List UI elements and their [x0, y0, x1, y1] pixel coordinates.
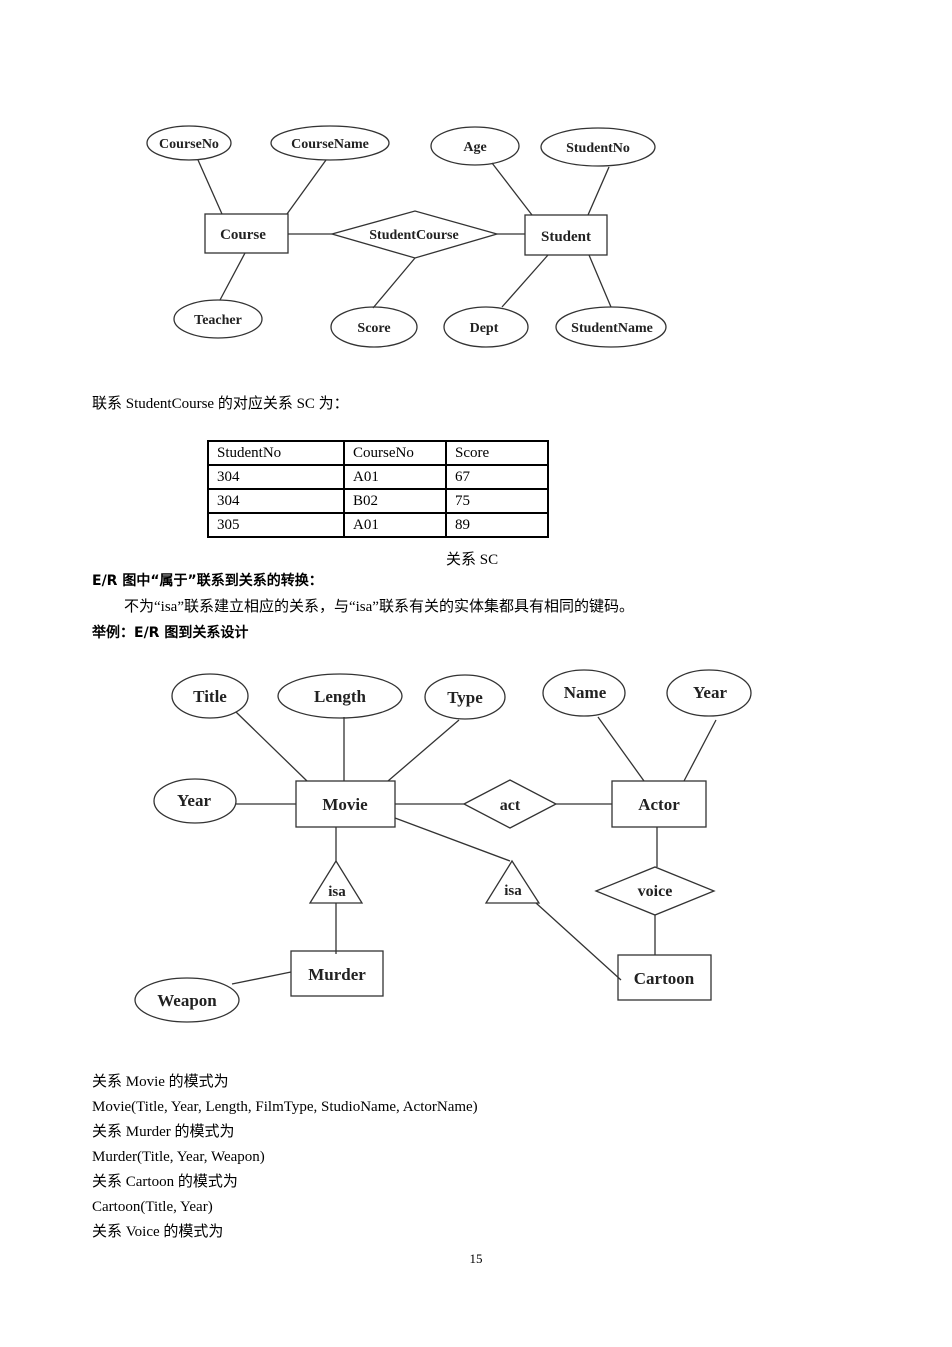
isa-heading: E/R 图中“属于”联系到关系的转换： [92, 573, 323, 589]
attr-title-label: Title [193, 687, 227, 706]
table-cell: 89 [445, 512, 549, 538]
course-entity: Course [204, 213, 289, 254]
example-heading: 举例：E/R 图到关系设计 [92, 625, 249, 641]
voice-relationship: voice [594, 866, 716, 916]
isa-right-triangle: isa [484, 859, 541, 904]
attr-coursename: CourseName [270, 125, 390, 161]
attr-courseno: CourseNo [146, 125, 232, 161]
table-header-row: StudentNo CourseNo Score [207, 440, 549, 466]
attr-year-movie-label: Year [177, 791, 211, 810]
schema-line: Movie(Title, Year, Length, FilmType, Stu… [92, 1099, 478, 1115]
attr-year-actor-label: Year [693, 683, 727, 702]
sc-intro-text: 联系 StudentCourse 的对应关系 SC 为： [92, 396, 349, 412]
attr-dept-label: Dept [470, 321, 499, 336]
schema-line: 关系 Murder 的模式为 [92, 1124, 235, 1140]
table-header-cell: Score [445, 440, 549, 466]
schema-line: 关系 Movie 的模式为 [92, 1074, 229, 1090]
attr-year-actor: Year [666, 669, 752, 717]
movie-entity: Movie [295, 780, 396, 828]
murder-entity-label: Murder [308, 965, 366, 984]
attr-title: Title [171, 673, 249, 719]
attr-studentname-label: StudentName [571, 321, 653, 336]
table-cell: 304 [207, 488, 345, 514]
attr-score: Score [330, 306, 418, 348]
student-entity-label: Student [541, 229, 591, 245]
attr-length: Length [277, 673, 403, 719]
attr-studentno-label: StudentNo [566, 141, 630, 156]
attr-weapon-label: Weapon [157, 991, 217, 1010]
page-number: 15 [469, 1251, 483, 1266]
attr-coursename-label: CourseName [291, 137, 369, 152]
isa-text: 不为“isa”联系建立相应的关系，与“isa”联系有关的实体集都具有相同的键码。 [124, 599, 634, 615]
table-cell: A01 [343, 512, 447, 538]
table-caption: 关系 SC [446, 552, 499, 568]
schema-line: Murder(Title, Year, Weapon) [92, 1149, 265, 1165]
table-row: 304 B02 75 [207, 488, 549, 514]
table-cell: 305 [207, 512, 345, 538]
attr-name: Name [542, 669, 626, 717]
murder-entity: Murder [290, 950, 384, 997]
isa-left-triangle: isa [308, 859, 364, 904]
attr-type: Type [424, 674, 506, 720]
attr-studentno: StudentNo [540, 127, 656, 167]
table-header-cell: CourseNo [343, 440, 447, 466]
studentcourse-relationship: StudentCourse [329, 210, 500, 259]
student-entity: Student [524, 214, 608, 256]
studentcourse-label: StudentCourse [369, 228, 458, 243]
table-header-cell: StudentNo [207, 440, 345, 466]
attr-dept: Dept [443, 306, 529, 348]
attr-age-label: Age [463, 140, 486, 155]
relation-sc-table: StudentNo CourseNo Score 304 A01 67 304 … [207, 440, 549, 538]
cartoon-entity-label: Cartoon [634, 969, 695, 988]
attr-name-label: Name [564, 683, 607, 702]
table-cell: A01 [343, 464, 447, 490]
schema-line: 关系 Cartoon 的模式为 [92, 1174, 238, 1190]
attr-type-label: Type [447, 688, 483, 707]
schema-line: 关系 Voice 的模式为 [92, 1224, 224, 1240]
er-diagram-movie: Movie Actor Murder Cartoon act voice isa… [134, 669, 752, 1023]
schema-line: Cartoon(Title, Year) [92, 1199, 213, 1215]
attr-score-label: Score [357, 321, 390, 336]
attr-year-movie: Year [153, 778, 237, 824]
attr-teacher: Teacher [173, 299, 263, 339]
course-entity-label: Course [220, 227, 266, 243]
cartoon-entity: Cartoon [617, 954, 712, 1001]
isa-left-label: isa [328, 884, 346, 900]
table-cell: 67 [445, 464, 549, 490]
act-label: act [500, 797, 521, 814]
voice-label: voice [638, 883, 673, 900]
table-row: 304 A01 67 [207, 464, 549, 490]
table-cell: 75 [445, 488, 549, 514]
attr-studentname: StudentName [555, 306, 667, 348]
actor-entity-label: Actor [638, 795, 680, 814]
attr-teacher-label: Teacher [194, 313, 242, 328]
actor-entity: Actor [611, 780, 707, 828]
movie-entity-label: Movie [322, 795, 368, 814]
attr-length-label: Length [314, 687, 367, 706]
attr-age: Age [430, 126, 520, 166]
table-cell: B02 [343, 488, 447, 514]
attr-courseno-label: CourseNo [159, 137, 219, 152]
table-row: 305 A01 89 [207, 512, 549, 538]
attr-weapon: Weapon [134, 977, 240, 1023]
act-relationship: act [462, 779, 558, 829]
isa-right-label: isa [504, 883, 522, 899]
table-cell: 304 [207, 464, 345, 490]
er-diagram-student-course: Course Student StudentCourse CourseNo Co… [146, 125, 667, 348]
